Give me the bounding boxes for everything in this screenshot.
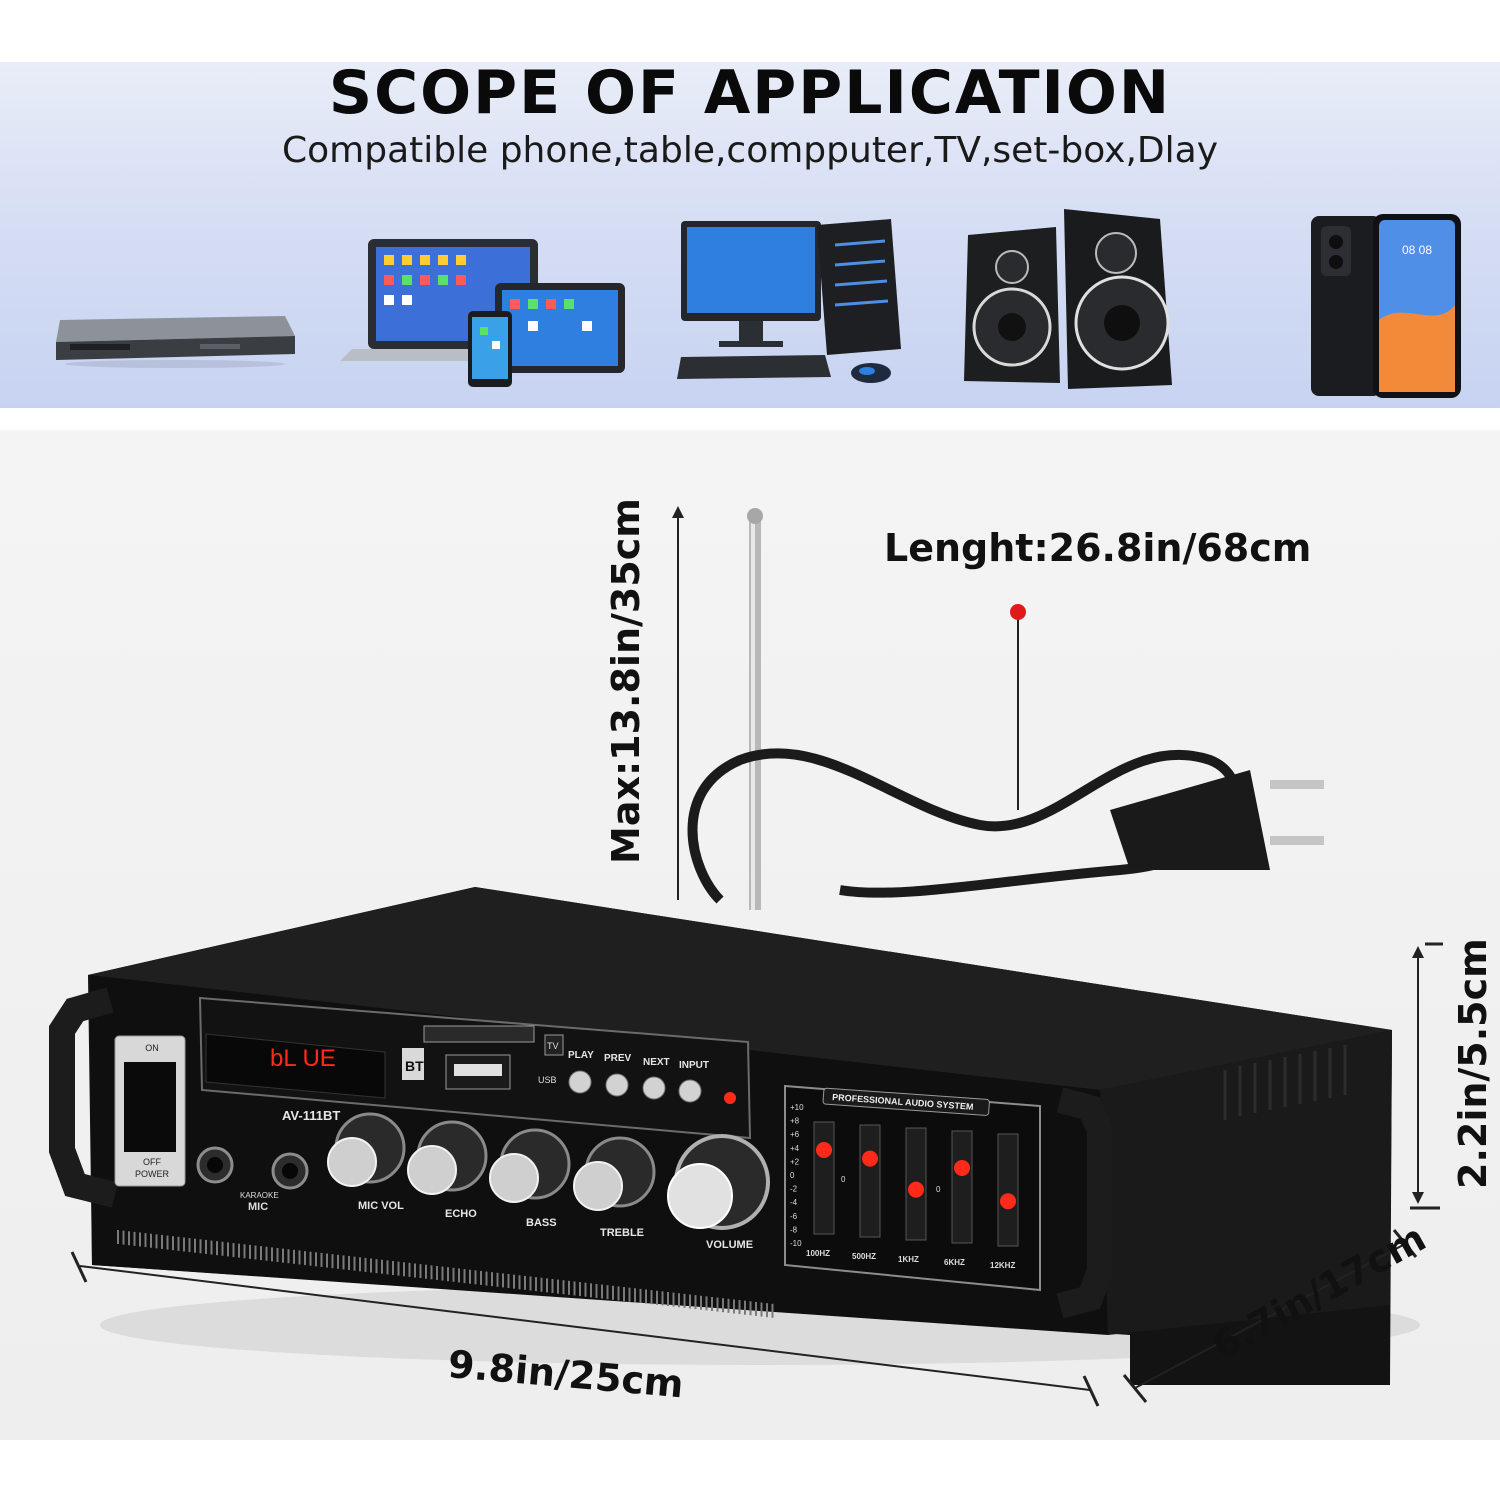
eq-slider-track[interactable] bbox=[859, 1124, 881, 1238]
model-label: AV-111BT bbox=[282, 1108, 340, 1123]
eq-scale-label: +10 bbox=[790, 1103, 804, 1112]
eq-scale-label: +4 bbox=[790, 1144, 800, 1153]
eq-scale-label: -6 bbox=[790, 1212, 798, 1221]
eq-slider-track[interactable] bbox=[951, 1130, 973, 1244]
next-button[interactable] bbox=[642, 1076, 666, 1100]
page-subtitle: Compatible phone,table,compputer,TV,set-… bbox=[281, 130, 1219, 171]
tv-label: TV bbox=[547, 1041, 559, 1051]
eq-slider-led[interactable] bbox=[908, 1181, 924, 1198]
input-label: INPUT bbox=[679, 1060, 709, 1071]
power-cable bbox=[687, 748, 1241, 904]
next-label: NEXT bbox=[643, 1057, 670, 1068]
eq-slider-led[interactable] bbox=[954, 1159, 970, 1176]
volume-label: VOLUME bbox=[706, 1239, 753, 1251]
cable-length-label: Lenght:26.8in/68cm bbox=[884, 526, 1312, 570]
smartphone-icon: 08 08 bbox=[1311, 214, 1461, 398]
eq-band-label: 1KHZ bbox=[898, 1255, 919, 1264]
eq-slider-track[interactable] bbox=[813, 1121, 835, 1235]
eq-scale-label: -8 bbox=[790, 1225, 798, 1234]
power-off-label: OFF bbox=[143, 1157, 161, 1167]
right-handle bbox=[1056, 1087, 1113, 1319]
left-handle bbox=[49, 987, 119, 1208]
speakers-icon bbox=[964, 209, 1172, 389]
usb-label: USB bbox=[538, 1075, 557, 1085]
height-dimension-label: 2.2in/5.5cm bbox=[1451, 938, 1495, 1189]
prev-button[interactable] bbox=[605, 1073, 629, 1097]
power-switch[interactable] bbox=[124, 1062, 176, 1152]
eq-zero-1: 0 bbox=[841, 1175, 846, 1184]
bt-badge bbox=[402, 1048, 424, 1080]
power-plug bbox=[1110, 770, 1270, 870]
eq-scale-label: -2 bbox=[790, 1185, 798, 1194]
treble-knob[interactable] bbox=[573, 1161, 623, 1211]
cable-pointer-dot bbox=[1010, 604, 1026, 620]
eq-scale-label: +2 bbox=[790, 1157, 800, 1166]
amplifier-illustration: ON OFF POWER bL UE AV-111BT BT TV USB PL… bbox=[49, 506, 1443, 1407]
led-display bbox=[205, 1033, 386, 1099]
eq-slider-track[interactable] bbox=[997, 1133, 1019, 1247]
display-text: bL UE bbox=[270, 1045, 336, 1072]
mic-vol-label: MIC VOL bbox=[358, 1200, 404, 1212]
echo-label: ECHO bbox=[445, 1208, 477, 1220]
phone-clock: 08 08 bbox=[1402, 243, 1432, 257]
eq-scale-label: -4 bbox=[790, 1198, 798, 1207]
desktop-computer-icon bbox=[677, 219, 901, 383]
eq-slider-led[interactable] bbox=[1000, 1193, 1016, 1210]
mic-vol-knob[interactable] bbox=[327, 1137, 377, 1187]
power-label: POWER bbox=[135, 1169, 170, 1179]
eq-band-label: 100HZ bbox=[806, 1249, 830, 1258]
treble-label: TREBLE bbox=[600, 1227, 644, 1239]
width-dimension-line bbox=[79, 1265, 1091, 1391]
laptop-tablet-phone-icon bbox=[340, 239, 625, 387]
status-led bbox=[724, 1092, 736, 1104]
eq-band-label: 12KHZ bbox=[990, 1261, 1015, 1270]
input-button[interactable] bbox=[678, 1079, 702, 1103]
eq-band-label: 6KHZ bbox=[944, 1258, 965, 1267]
eq-slider-led[interactable] bbox=[816, 1142, 832, 1158]
eq-scale-label: +6 bbox=[790, 1130, 800, 1139]
volume-knob[interactable] bbox=[667, 1163, 733, 1229]
play-label: PLAY bbox=[568, 1050, 594, 1061]
eq-band-label: 500HZ bbox=[852, 1252, 876, 1261]
echo-knob[interactable] bbox=[407, 1145, 457, 1195]
eq-slider-led[interactable] bbox=[862, 1150, 878, 1167]
depth-dimension-line bbox=[1134, 1243, 1406, 1389]
page-title: SCOPE OF APPLICATION bbox=[328, 58, 1172, 128]
dvd-player-icon bbox=[56, 316, 295, 368]
play-button[interactable] bbox=[568, 1070, 592, 1094]
eq-scale-label: +8 bbox=[790, 1117, 800, 1126]
eq-scale-label: 0 bbox=[790, 1171, 795, 1180]
sd-card-slot[interactable] bbox=[423, 1025, 535, 1043]
antenna-dimension-label: Max:13.8in/35cm bbox=[604, 498, 648, 864]
eq-scale-label: -10 bbox=[790, 1239, 802, 1248]
power-on-label: ON bbox=[145, 1043, 159, 1053]
eq-zero-2: 0 bbox=[936, 1185, 941, 1194]
prev-label: PREV bbox=[604, 1053, 632, 1064]
mic-label: MIC bbox=[248, 1201, 268, 1213]
bass-knob[interactable] bbox=[489, 1153, 539, 1203]
karaoke-label: KARAOKE bbox=[240, 1191, 279, 1200]
bt-label: BT bbox=[405, 1058, 424, 1074]
bass-label: BASS bbox=[526, 1217, 557, 1229]
